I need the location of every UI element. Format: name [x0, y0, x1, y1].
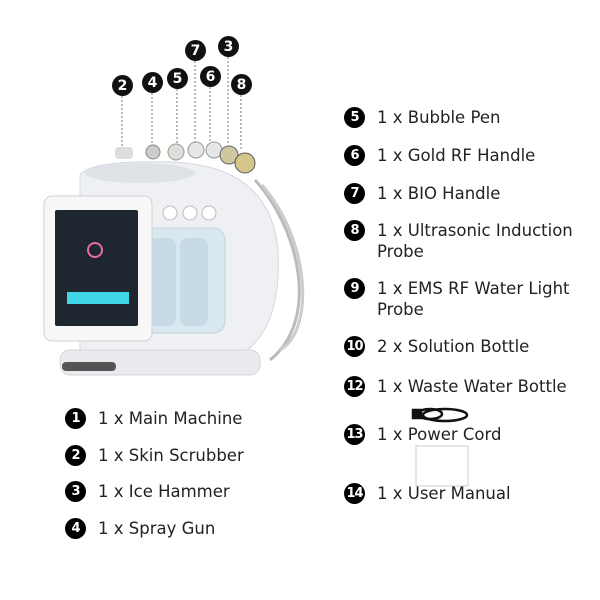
item-label: 1 x Bubble Pen — [377, 108, 501, 127]
item-label: 2 x Solution Bottle — [377, 337, 530, 356]
handpieces — [115, 141, 256, 174]
list-item: 1 1 x Main Machine — [65, 408, 308, 429]
number-badge: 2 — [65, 445, 86, 466]
item-label: 1 x Ultrasonic Induction Probe — [377, 221, 573, 261]
list-item: 7 1 x BIO Handle — [344, 183, 587, 204]
item-label: 1 x Main Machine — [98, 409, 243, 428]
callout-badge: 6 — [200, 66, 221, 87]
item-label: 1 x Waste Water Bottle — [377, 377, 567, 396]
number-badge: 6 — [344, 145, 365, 166]
list-item: 2 1 x Skin Scrubber — [65, 445, 308, 466]
screen — [55, 210, 138, 326]
number-badge: 4 — [65, 518, 86, 539]
callout-badge: 3 — [218, 36, 239, 57]
number-badge: 3 — [65, 481, 86, 502]
item-label: 1 x EMS RF Water Light Probe — [377, 279, 570, 319]
number-badge: 1 — [65, 408, 86, 429]
list-item: 6 1 x Gold RF Handle — [344, 145, 587, 166]
number-badge: 14 — [344, 483, 365, 504]
list-item: 8 1 x Ultrasonic Induction Probe — [344, 220, 587, 262]
item-label: 1 x Power Cord — [377, 425, 502, 444]
callout-badge: 7 — [185, 40, 206, 61]
list-item: 5 1 x Bubble Pen — [344, 107, 587, 128]
number-badge: 5 — [344, 107, 365, 128]
callout-badge: 5 — [167, 68, 188, 89]
item-label: 1 x Gold RF Handle — [377, 146, 536, 165]
callout-badge: 2 — [112, 75, 133, 96]
list-item: 4 1 x Spray Gun — [65, 518, 308, 539]
item-label: 1 x Skin Scrubber — [98, 446, 244, 465]
number-badge: 10 — [344, 336, 365, 357]
number-badge: 12 — [344, 376, 365, 397]
item-label: 1 x BIO Handle — [377, 184, 501, 203]
callout-badge: 8 — [231, 74, 252, 95]
list-item: 3 1 x Ice Hammer — [65, 481, 308, 502]
number-badge: 13 — [344, 424, 365, 445]
item-label: 1 x User Manual — [377, 484, 511, 503]
list-item: 14 1 x User Manual — [344, 483, 587, 504]
number-badge: 7 — [344, 183, 365, 204]
number-badge: 8 — [344, 220, 365, 241]
item-label: 1 x Ice Hammer — [98, 482, 230, 501]
callout-badge: 4 — [142, 72, 163, 93]
list-item: 12 1 x Waste Water Bottle — [344, 376, 587, 397]
list-item: 13 1 x Power Cord — [344, 424, 587, 445]
list-item: 9 1 x EMS RF Water Light Probe — [344, 278, 587, 320]
number-badge: 9 — [344, 278, 365, 299]
item-label: 1 x Spray Gun — [98, 519, 216, 538]
list-item: 10 2 x Solution Bottle — [344, 336, 587, 357]
